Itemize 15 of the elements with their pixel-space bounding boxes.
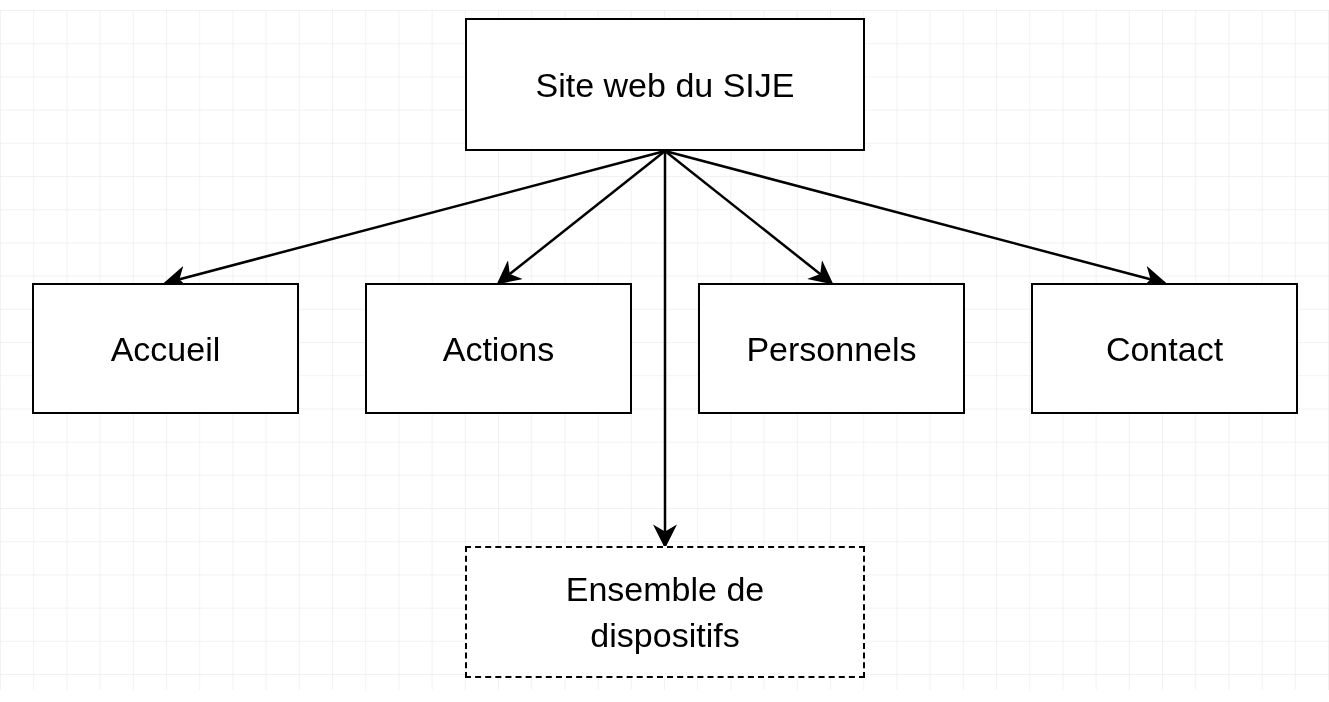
process-box (365, 283, 632, 414)
arrow (653, 151, 677, 549)
arrow (496, 150, 666, 285)
box-label: Ensemble de dispositifs (564, 569, 766, 656)
box-label: Site web du SIJE (535, 64, 795, 106)
process-box (465, 546, 865, 678)
process-box (32, 283, 299, 414)
box-label: Accueil (110, 328, 221, 370)
process-box (1031, 283, 1298, 414)
process-box (698, 283, 965, 414)
box-label: Actions (442, 328, 555, 370)
box-label: Contact (1105, 328, 1224, 370)
process-box (465, 18, 865, 151)
box-label: Personnels (746, 328, 917, 370)
arrow (664, 150, 834, 285)
